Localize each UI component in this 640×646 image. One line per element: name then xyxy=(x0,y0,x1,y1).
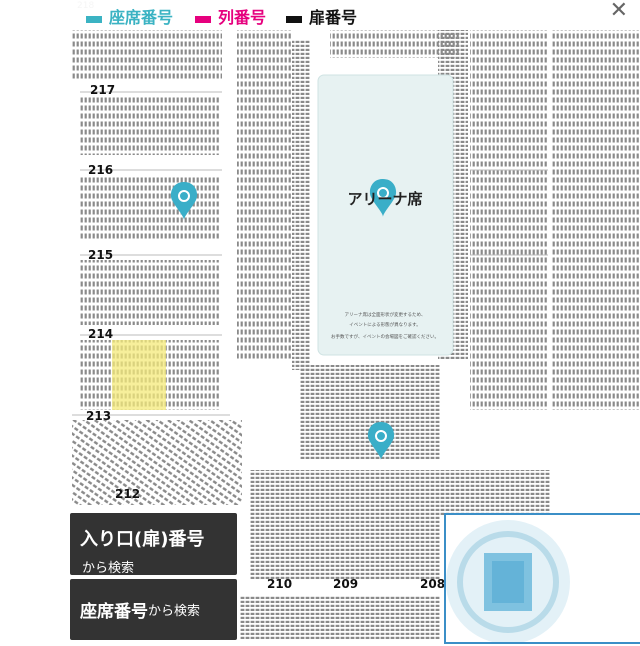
left-inner-stand xyxy=(237,30,310,370)
legend-bar: 座席番号 列番号 扉番号 ✕ xyxy=(0,0,640,30)
location-pin-icon[interactable] xyxy=(170,182,198,220)
block-216-label[interactable]: 216 xyxy=(88,163,113,177)
block-215-label[interactable]: 215 xyxy=(88,248,113,262)
location-pin-icon[interactable] xyxy=(367,422,395,460)
legend-gate-label: 扉番号 xyxy=(309,8,358,27)
right-stand xyxy=(438,30,640,410)
entrance-search-main: 入り口(扉)番号 xyxy=(80,529,205,550)
legend-row-label: 列番号 xyxy=(218,8,267,27)
venue-minimap[interactable] xyxy=(444,513,640,644)
block-217-label[interactable]: 217 xyxy=(90,83,115,97)
seat-search-sub: から検索 xyxy=(148,604,201,619)
legend-seat-label: 座席番号 xyxy=(109,8,174,27)
block-213-label[interactable]: 213 xyxy=(86,409,111,423)
seat-search-main: 座席番号 xyxy=(80,602,148,622)
block-208-label[interactable]: 208 xyxy=(420,577,445,591)
arena-note-line2: イベントによる形態が異なります。 xyxy=(349,321,420,328)
legend-gate-number: 扉番号 xyxy=(286,4,357,28)
left-stand xyxy=(72,30,242,505)
arena-note-line3: お手数ですが、イベントの会場図をご確認ください。 xyxy=(331,333,439,340)
arena-note-line1: アリーナ席は全面形状が変更するため、 xyxy=(345,311,426,318)
block-209-label[interactable]: 209 xyxy=(333,577,358,591)
seat-color-swatch xyxy=(86,15,102,23)
location-pin-icon[interactable] xyxy=(369,179,397,217)
venue-minimap-icon xyxy=(446,520,570,644)
gate-color-swatch xyxy=(286,15,302,23)
highlighted-seat-block[interactable] xyxy=(112,340,166,410)
block-210-label[interactable]: 210 xyxy=(267,577,292,591)
legend-seat-number: 座席番号 xyxy=(86,4,173,28)
close-icon[interactable]: ✕ xyxy=(609,0,628,23)
row-color-swatch xyxy=(195,15,211,23)
seat-search-button[interactable]: 座席番号 から検索 xyxy=(70,579,237,640)
arena-label: アリーナ席 xyxy=(347,190,422,208)
lower-stand xyxy=(240,365,550,640)
entrance-search-button[interactable]: 入り口(扉)番号 から検索 xyxy=(70,513,237,576)
entrance-search-sub: から検索 xyxy=(82,561,135,576)
arena-floor[interactable] xyxy=(317,74,454,356)
block-214-label[interactable]: 214 xyxy=(88,327,113,341)
legend-row-number: 列番号 xyxy=(195,4,266,28)
block-212-label[interactable]: 212 xyxy=(115,487,140,501)
top-stand xyxy=(330,30,460,58)
